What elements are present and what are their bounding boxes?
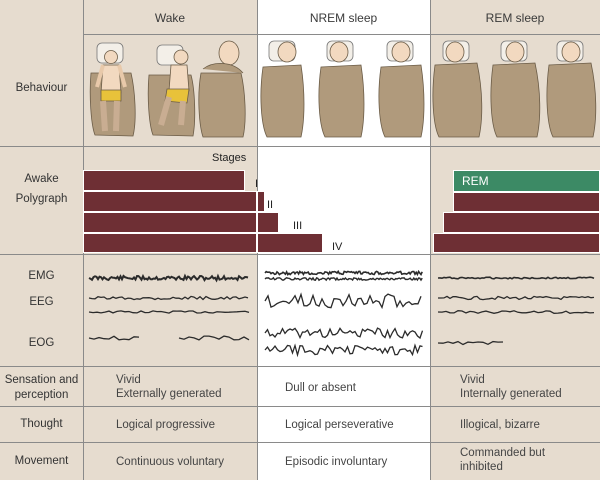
- eeg-trace-nrem: [265, 294, 421, 308]
- sensation-nrem: Dull or absent: [285, 381, 356, 395]
- movement-wake: Continuous voluntary: [116, 455, 224, 469]
- nrem-bar-3: [257, 212, 279, 233]
- rem-bar-label: REM: [462, 174, 489, 188]
- stage-label-2: II: [267, 199, 273, 211]
- rem-level-bar-1: [453, 192, 600, 212]
- row-label-eog: EOG: [0, 337, 83, 349]
- eeg-trace-rem: [438, 296, 594, 299]
- rem-figure-3: [547, 41, 596, 137]
- rem-figure-2: [491, 41, 540, 137]
- wake-bar-1: [83, 170, 245, 191]
- wake-bar-4: [83, 233, 257, 253]
- eeg-trace-rem-2: [438, 311, 594, 314]
- eog-trace-wake: [89, 336, 139, 340]
- emg-trace-nrem-2: [265, 278, 422, 280]
- sensation-wake: Vivid Externally generated: [116, 373, 221, 401]
- grid-line: [0, 366, 600, 367]
- polygraph-traces: [83, 255, 600, 365]
- stage-label-1: I: [255, 178, 258, 190]
- movement-nrem: Episodic involuntary: [285, 455, 387, 469]
- eog-trace-nrem: [265, 328, 423, 338]
- thought-nrem: Logical perseverative: [285, 418, 394, 432]
- movement-rem: Commanded but inhibited: [460, 446, 545, 474]
- wake-figure-1: [90, 43, 135, 136]
- nrem-figure-1: [261, 41, 304, 137]
- thought-wake: Logical progressive: [116, 418, 215, 432]
- behaviour-illustrations: [83, 35, 600, 146]
- row-label-thought: Thought: [0, 418, 83, 430]
- eog-trace-wake-2: [179, 336, 249, 340]
- nrem-figure-2: [319, 41, 364, 137]
- stages-title: Stages: [212, 152, 246, 164]
- sensation-rem: Vivid Internally generated: [460, 373, 562, 401]
- grid-line: [0, 406, 600, 407]
- nrem-figure-3: [379, 41, 424, 137]
- wake-bar-3: [83, 212, 257, 233]
- eog-trace-nrem-2: [265, 345, 423, 355]
- header-nrem: NREM sleep: [257, 2, 430, 34]
- eog-trace-rem: [438, 342, 503, 345]
- eeg-trace-wake: [89, 296, 248, 299]
- eeg-trace-wake-2: [89, 311, 249, 313]
- row-label-movement: Movement: [0, 455, 83, 467]
- emg-trace-wake: [89, 276, 248, 280]
- stage-label-4: IV: [332, 241, 342, 253]
- grid-line: [0, 442, 600, 443]
- row-label-behaviour: Behaviour: [0, 82, 83, 94]
- emg-trace-rem: [438, 277, 594, 279]
- wake-bar-2: [83, 191, 257, 212]
- wake-figure-3: [199, 41, 245, 137]
- rem-level-bar-3: [433, 233, 600, 253]
- header-wake: Wake: [83, 2, 257, 34]
- row-label-emg: EMG: [0, 270, 83, 282]
- thought-rem: Illogical, bizarre: [460, 418, 540, 432]
- rem-figure-1: [433, 41, 482, 137]
- emg-trace-nrem: [265, 271, 422, 274]
- nrem-bar-2: [257, 191, 265, 212]
- label-column-bg: [0, 0, 83, 480]
- stage-label-3: III: [293, 220, 302, 232]
- grid-line: [0, 146, 600, 147]
- row-label-sensation: Sensation and perception: [0, 373, 83, 403]
- row-label-eeg: EEG: [0, 296, 83, 308]
- nrem-bar-4: [257, 233, 323, 253]
- wake-figure-2: [148, 45, 195, 136]
- row-label-awake: Awake: [0, 173, 83, 185]
- rem-level-bar-2: [443, 212, 600, 233]
- row-label-polygraph: Polygraph: [0, 193, 83, 205]
- header-rem: REM sleep: [430, 2, 600, 34]
